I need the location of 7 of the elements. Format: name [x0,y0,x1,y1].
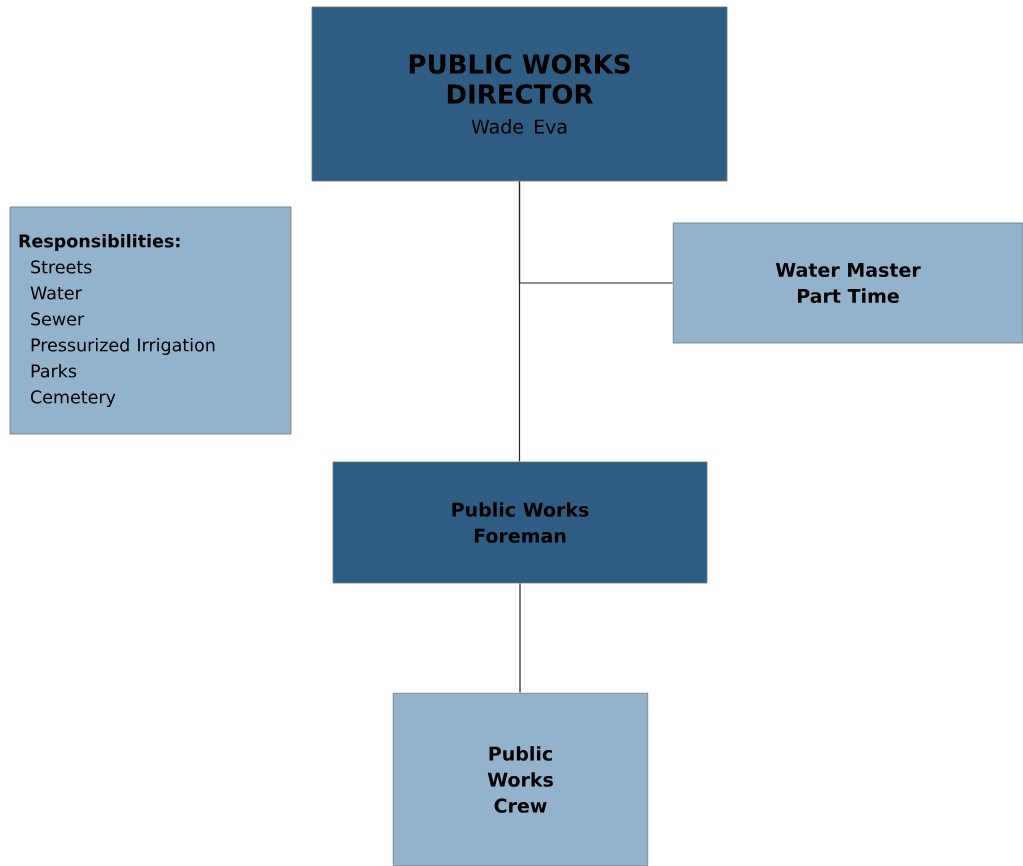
role-box: Public Works Crew [392,692,649,866]
role-box: Public Works Foreman [332,461,708,584]
director-box: PUBLIC WORKS DIRECTOR Wade Eva [311,6,728,182]
connector-line [519,582,521,694]
role-box: Water Master Part Time [672,222,1023,344]
connector-line [518,180,521,463]
responsibilities-box: Responsibilities: Streets Water Sewer Pressurized Irrigation Parks Cemetery [9,206,292,435]
